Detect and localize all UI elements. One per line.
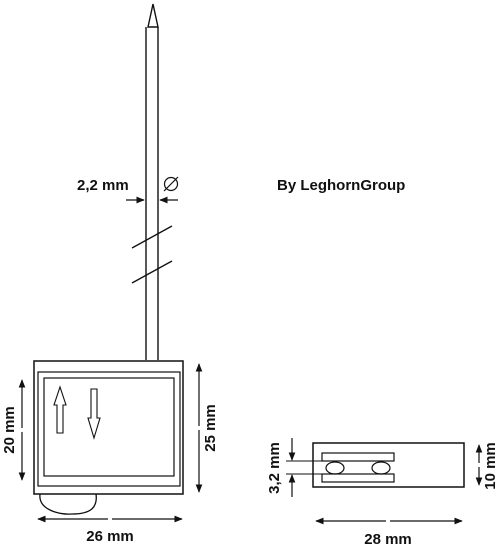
side-channel-bottom [321, 473, 395, 483]
side-thickness-dimension: 3,2 mm [266, 438, 296, 497]
side-body-outer [312, 442, 465, 488]
side-cable-hole-right [371, 461, 391, 475]
wire-tip [147, 3, 159, 28]
side-height-dimension: 10 mm [475, 442, 499, 490]
seal-window-inner [43, 377, 175, 477]
wire-diameter-label: 2,2 mm [77, 177, 129, 194]
side-height-label: 10 mm [482, 442, 499, 490]
wire-break-mark-upper [131, 225, 173, 249]
side-width-dimension: 28 mm [315, 517, 463, 548]
seal-body-outer [33, 360, 184, 495]
side-thickness-label: 3,2 mm [266, 442, 283, 494]
seal-window-outer [37, 371, 181, 487]
diameter-symbol-slash [163, 176, 179, 192]
seal-bottom-tab [39, 493, 97, 515]
body-width-label: 26 mm [86, 528, 134, 545]
diameter-symbol-icon [163, 176, 179, 192]
side-channel-top [321, 452, 395, 462]
seal-body-front-view [33, 360, 184, 515]
wire-break-mark-lower [131, 260, 173, 284]
inner-height-dimension: 20 mm [1, 379, 26, 481]
outer-height-dimension: 25 mm [195, 363, 219, 493]
seal-side-view [286, 442, 465, 488]
wire-diameter-dimension: 2,2 mm [77, 176, 179, 204]
side-width-label: 28 mm [364, 531, 412, 548]
brand-caption: By LeghornGroup [277, 177, 405, 194]
arrow-down-icon [87, 388, 101, 440]
side-cable-hole-left [325, 461, 345, 475]
outer-height-label: 25 mm [202, 404, 219, 452]
inner-height-label: 20 mm [1, 406, 18, 454]
arrow-up-icon [53, 385, 67, 434]
body-width-dimension: 26 mm [37, 515, 183, 545]
seal-wire [131, 3, 173, 360]
